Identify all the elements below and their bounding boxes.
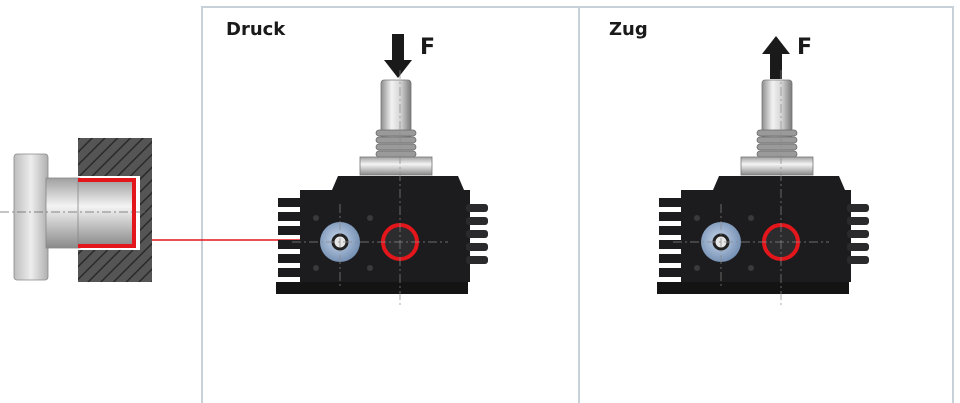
sensor-zug — [655, 68, 871, 310]
sensor-druck — [274, 68, 490, 310]
pin-detail — [0, 138, 386, 282]
force-label-druck: F — [420, 35, 436, 60]
panel-frame — [201, 6, 954, 403]
pin-shaft — [77, 179, 135, 247]
panel-title-druck: Druck — [226, 19, 286, 40]
panel-title-zug: Zug — [609, 19, 648, 40]
pin-flange — [13, 153, 49, 281]
force-arrow-up — [762, 36, 790, 79]
force-label-zug: F — [797, 35, 813, 60]
force-arrow-down — [384, 34, 412, 78]
panel-divider — [578, 6, 580, 403]
